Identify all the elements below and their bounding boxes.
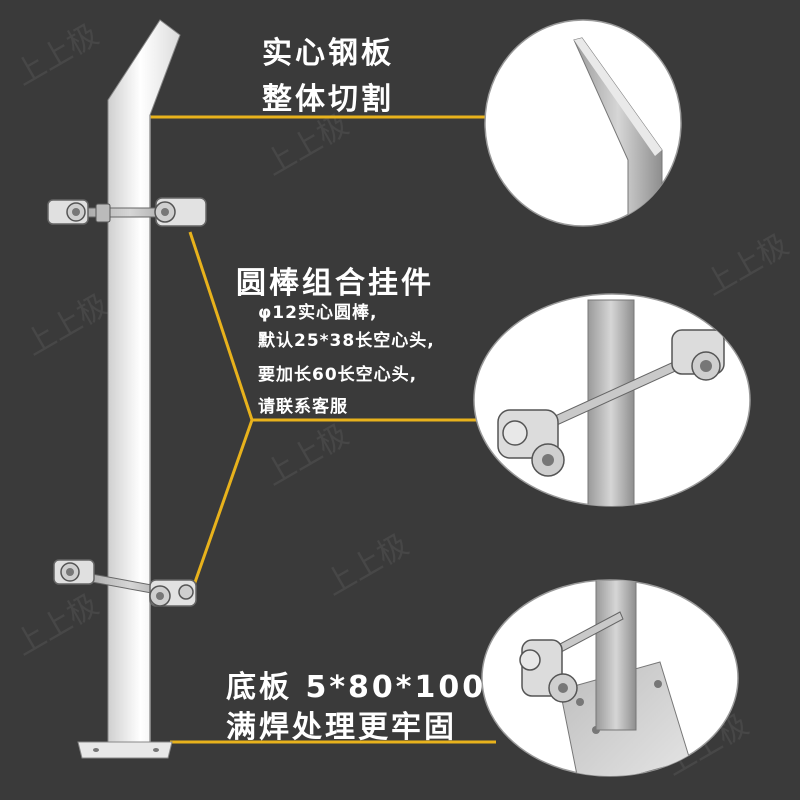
top-callout-line1: 实心钢板: [262, 36, 394, 71]
detail-circle-base: [481, 579, 739, 777]
middle-callout-line3: 要加长60长空心头,: [258, 365, 418, 385]
detail-circle-top: [484, 19, 682, 227]
leader-lines: [150, 115, 496, 744]
bottom-callout-line1: 底板 5*80*100: [226, 670, 487, 705]
middle-callout-line4: 请联系客服: [258, 397, 348, 417]
upper-bracket: [47, 197, 207, 227]
middle-callout-line2: 默认25*38长空心头,: [258, 331, 435, 351]
detail-circle-bracket: [473, 293, 751, 507]
middle-callout-title: 圆棒组合挂件: [236, 266, 434, 301]
middle-callout-line1: φ12实心圆棒,: [258, 303, 378, 323]
bottom-callout-line2: 满焊处理更牢固: [226, 710, 457, 745]
lower-bracket: [53, 559, 197, 607]
railing-post: [77, 19, 181, 759]
top-callout-line2: 整体切割: [262, 82, 394, 117]
